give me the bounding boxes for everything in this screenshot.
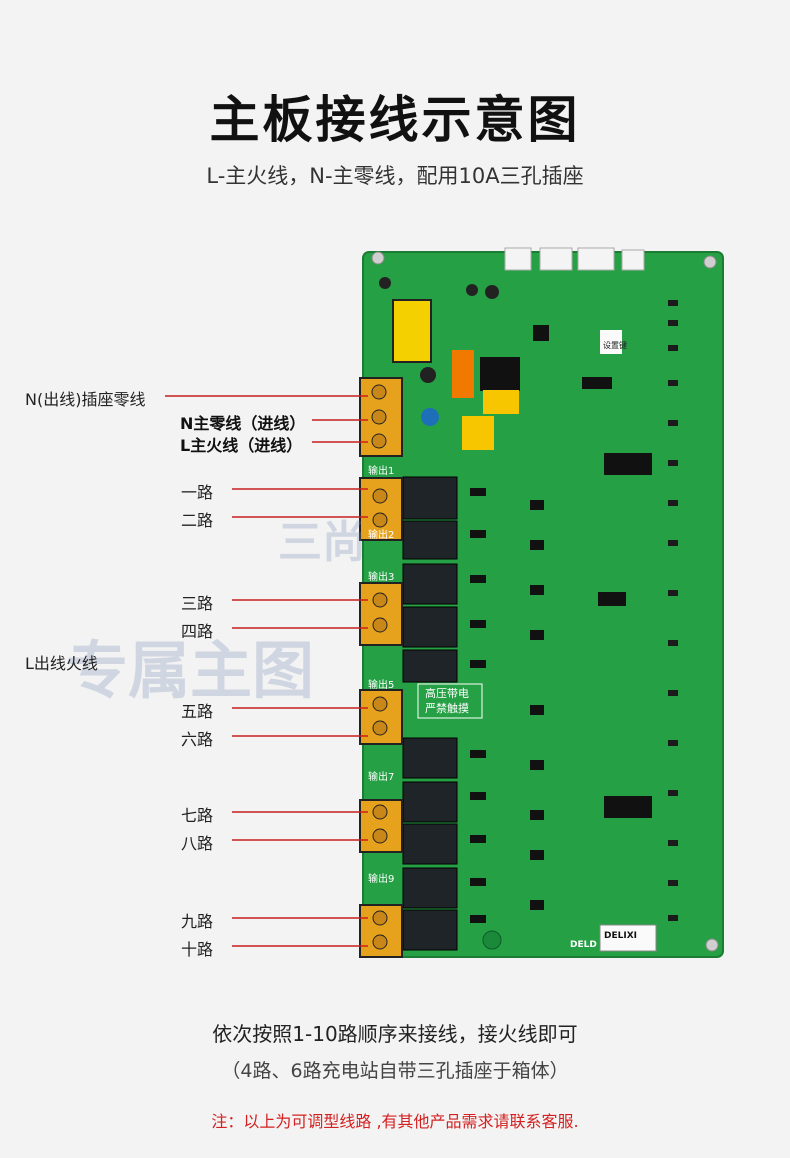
board-label-out5: 输出5 — [368, 678, 394, 691]
board-warning-2: 严禁触摸 — [425, 701, 469, 715]
label-n-main-neutral: N主零线（进线） — [180, 414, 306, 433]
route-label-4: 四路 — [181, 622, 214, 641]
board-label-out3: 输出3 — [368, 570, 394, 583]
instruction-line-1: 依次按照1-10路顺序来接线，接火线即可 — [212, 1022, 578, 1046]
black-inductor — [480, 357, 520, 391]
route-label-7: 七路 — [181, 806, 214, 825]
label-n-outlet-neutral: N(出线)插座零线 — [25, 390, 146, 409]
electrolytic-capacitor — [482, 930, 502, 950]
top-connector — [504, 247, 532, 271]
right-component-column — [668, 300, 678, 921]
label-l-main-live: L主火线（进线） — [180, 436, 303, 455]
board-brand-text: DELIXI — [604, 931, 637, 941]
route-label-6: 六路 — [181, 730, 214, 749]
terminal-blocks — [359, 377, 403, 958]
route-label-1: 一路 — [181, 483, 214, 502]
top-connector — [539, 247, 573, 271]
top-connector — [577, 247, 615, 271]
electrolytic-capacitor — [421, 408, 439, 426]
route-label-5: 五路 — [181, 702, 214, 721]
watermark-text: 专属主图 — [66, 637, 315, 706]
board-brand-text-2: DELD — [570, 940, 597, 950]
transformer — [392, 299, 432, 363]
label-l-outlet-live: L出线火线 — [25, 654, 98, 673]
pcb-screw — [703, 255, 717, 269]
board-label-out2: 输出2 — [368, 528, 394, 541]
relay-bank — [402, 476, 458, 951]
board-warning-1: 高压带电 — [425, 686, 469, 700]
yellow-capacitor — [483, 390, 519, 414]
instruction-line-2: （4路、6路充电站自带三孔插座于箱体） — [221, 1060, 569, 1082]
ic-chip — [604, 453, 652, 475]
route-label-8: 八路 — [181, 834, 214, 853]
page-subtitle: L-主火线，N-主零线，配用10A三孔插座 — [206, 164, 584, 188]
electrolytic-capacitor — [379, 277, 391, 289]
brand-sticker — [599, 924, 657, 952]
page-title: 主板接线示意图 — [209, 91, 581, 149]
route-label-9: 九路 — [181, 912, 214, 931]
top-connector — [621, 249, 645, 271]
pcb-screw — [371, 251, 385, 265]
route-label-10: 十路 — [181, 940, 214, 959]
electrolytic-capacitor — [420, 367, 436, 383]
ic-chip — [598, 592, 626, 606]
pcb-screw — [705, 938, 719, 952]
driver-components — [470, 488, 544, 923]
warning-area — [417, 683, 483, 719]
settings-sticker — [600, 330, 622, 354]
ic-chip — [604, 796, 652, 818]
electrolytic-capacitor — [466, 284, 478, 296]
electrolytic-capacitor — [485, 285, 499, 299]
ic-chip — [582, 377, 612, 389]
yellow-capacitor — [462, 416, 494, 450]
route-label-2: 二路 — [181, 511, 214, 530]
watermark-text-2: 三尚 — [278, 518, 366, 567]
leader-lines — [165, 395, 368, 947]
board-label-out1: 输出1 — [368, 464, 394, 477]
board-label-out9: 输出9 — [368, 872, 394, 885]
board-sticker-text: 设置键 — [603, 340, 627, 350]
footnote: 注：以上为可调型线路 ,有其他产品需求请联系客服. — [211, 1112, 579, 1131]
ic-chip — [533, 325, 549, 341]
orange-component — [452, 350, 474, 398]
route-label-3: 三路 — [181, 594, 214, 613]
board-label-out7: 输出7 — [368, 770, 394, 783]
